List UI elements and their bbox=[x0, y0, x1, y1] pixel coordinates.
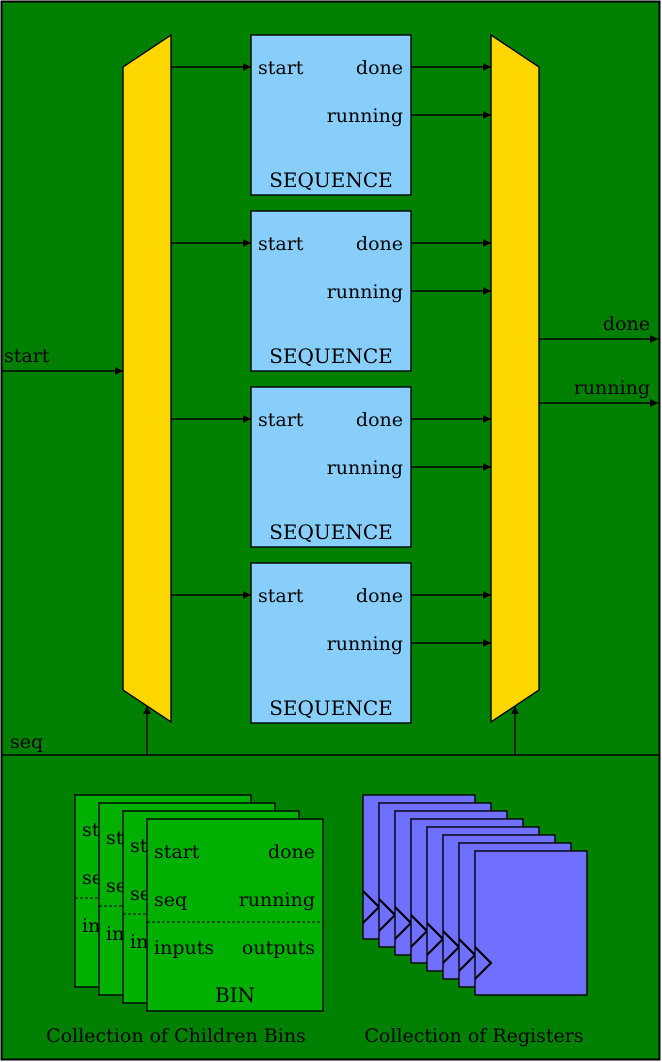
bin-title: BIN bbox=[215, 983, 255, 1007]
sequence-done-label: done bbox=[356, 57, 403, 79]
output-mux bbox=[490, 33, 540, 724]
bin-running-label: running bbox=[239, 889, 315, 911]
sequence-box bbox=[250, 210, 412, 372]
sequence-title: SEQUENCE bbox=[269, 696, 393, 720]
sequence-box bbox=[250, 386, 412, 548]
sequence-title: SEQUENCE bbox=[269, 168, 393, 192]
bin-done-label: done bbox=[268, 841, 315, 863]
sequence-start-label: start bbox=[258, 57, 304, 79]
svg-text:st: st bbox=[106, 827, 124, 849]
svg-text:st: st bbox=[82, 819, 100, 841]
input-start-label: start bbox=[4, 345, 50, 367]
register-8 bbox=[474, 850, 588, 996]
sequence-box bbox=[250, 34, 412, 196]
svg-text:in: in bbox=[82, 915, 100, 937]
sequence-start-label: start bbox=[258, 409, 304, 431]
sequence-blocks: start done running SEQUENCE start done r… bbox=[171, 34, 491, 724]
sequence-title: SEQUENCE bbox=[269, 520, 393, 544]
svg-text:se: se bbox=[82, 867, 103, 889]
output-done-label: done bbox=[603, 313, 650, 335]
bin-box bbox=[146, 818, 324, 1012]
sequence-start-label: start bbox=[258, 585, 304, 607]
sequence-running-label: running bbox=[327, 105, 403, 127]
sequence-running-label: running bbox=[327, 281, 403, 303]
bin-inputs-label: inputs bbox=[154, 937, 214, 959]
sequence-start-label: start bbox=[258, 233, 304, 255]
output-running-label: running bbox=[574, 377, 650, 399]
sequence-running-label: running bbox=[327, 457, 403, 479]
sequence-box bbox=[250, 562, 412, 724]
sequence-done-label: done bbox=[356, 233, 403, 255]
bin-start-label: start bbox=[154, 841, 200, 863]
input-seq-label: seq bbox=[10, 731, 43, 753]
registers bbox=[362, 794, 588, 996]
caption-registers: Collection of Registers bbox=[364, 1025, 583, 1047]
svg-text:se: se bbox=[130, 883, 151, 905]
register-box bbox=[474, 850, 588, 996]
svg-text:se: se bbox=[106, 875, 127, 897]
bin-front: start done seq running inputs outputs BI… bbox=[146, 818, 324, 1012]
sequence-title: SEQUENCE bbox=[269, 344, 393, 368]
svg-text:in: in bbox=[130, 931, 148, 953]
caption-children-bins: Collection of Children Bins bbox=[46, 1025, 306, 1047]
sequence-done-label: done bbox=[356, 409, 403, 431]
children-bins: st se in st se in st se in start done se… bbox=[74, 794, 324, 1012]
input-mux bbox=[122, 33, 172, 724]
clock-triangle-icon bbox=[474, 946, 493, 980]
sequence-running-label: running bbox=[327, 633, 403, 655]
bin-seq-label: seq bbox=[154, 889, 187, 911]
bin-outputs-label: outputs bbox=[242, 937, 315, 959]
sequence-done-label: done bbox=[356, 585, 403, 607]
sequence-block-3: start done running SEQUENCE bbox=[171, 386, 491, 548]
svg-text:in: in bbox=[106, 923, 124, 945]
sequence-block-4: start done running SEQUENCE bbox=[171, 562, 491, 724]
sequence-block-1: start done running SEQUENCE bbox=[171, 34, 491, 196]
svg-text:st: st bbox=[130, 835, 148, 857]
sequence-block-2: start done running SEQUENCE bbox=[171, 210, 491, 372]
